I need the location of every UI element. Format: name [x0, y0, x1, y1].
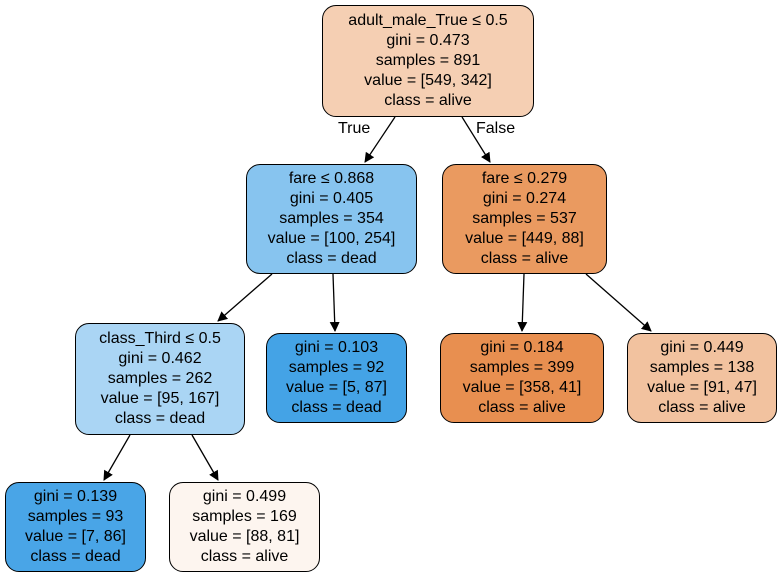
node-gini-label: gini = 0.499: [202, 488, 287, 505]
node-samples-label: samples = 92: [288, 359, 385, 376]
node-gini-label: gini = 0.449: [660, 339, 744, 356]
edge-fare-right-to-leaf-399: [517, 273, 528, 332]
tree-leaf-samples-92: gini = 0.103 samples = 92 value = [5, 87] c…: [266, 333, 407, 423]
node-value-label: value = [449, 88]: [465, 230, 584, 247]
edge-class-third-to-leaf-093: [103, 434, 131, 481]
node-class-label: class = dead: [114, 410, 206, 427]
node-class-label: class = alive: [384, 92, 472, 109]
edge-label-true: True: [338, 120, 371, 137]
edge-fare-left-to-leaf-092: [329, 273, 340, 332]
node-value-label: value = [549, 342]: [364, 72, 492, 89]
node-gini-label: gini = 0.103: [294, 339, 379, 356]
node-value-label: value = [5, 87]: [286, 379, 387, 396]
node-gini-label: gini = 0.139: [33, 488, 118, 505]
node-split-label: fare ≤ 0.279: [481, 170, 568, 187]
tree-node-fare-left: fare ≤ 0.868 gini = 0.405 samples = 354 val…: [246, 164, 417, 274]
node-class-label: class = alive: [480, 250, 569, 267]
tree-node-fare-right: fare ≤ 0.279 gini = 0.274 samples = 537 val…: [442, 164, 607, 274]
node-value-label: value = [358, 41]: [462, 379, 582, 396]
edge-fare-left-to-class-third: [217, 273, 273, 322]
edge-class-third-to-leaf-169: [191, 434, 219, 481]
tree-node-root: adult_male_True ≤ 0.5 gini = 0.473 samples…: [322, 5, 534, 117]
node-samples-label: samples = 169: [192, 508, 297, 525]
node-class-label: class = dead: [30, 548, 121, 565]
node-gini-label: gini = 0.405: [289, 190, 374, 207]
tree-node-class-third: class_Third ≤ 0.5 gini = 0.462 samples = 2…: [75, 323, 245, 435]
node-class-label: class = alive: [200, 548, 289, 565]
tree-leaf-samples-399: gini = 0.184 samples = 399 value = [358, 4…: [440, 333, 604, 423]
node-gini-label: gini = 0.473: [386, 32, 470, 49]
node-samples-label: samples = 891: [375, 52, 481, 69]
tree-leaf-samples-93: gini = 0.139 samples = 93 value = [7, 86] c…: [5, 482, 146, 572]
node-samples-label: samples = 93: [27, 508, 124, 525]
node-gini-label: gini = 0.462: [118, 350, 202, 367]
node-class-label: class = alive: [658, 399, 746, 416]
node-samples-label: samples = 138: [649, 359, 755, 376]
edge-root-to-fare-right: [461, 116, 491, 163]
node-value-label: value = [88, 81]: [189, 528, 300, 545]
node-value-label: value = [91, 47]: [647, 379, 757, 396]
tree-leaf-samples-169: gini = 0.499 samples = 169 value = [88, 81…: [169, 482, 320, 572]
node-samples-label: samples = 399: [469, 359, 575, 376]
node-value-label: value = [7, 86]: [25, 528, 126, 545]
node-split-label: class_Third ≤ 0.5: [99, 330, 221, 347]
node-samples-label: samples = 354: [279, 210, 384, 227]
node-samples-label: samples = 262: [107, 370, 213, 387]
node-class-label: class = dead: [286, 250, 377, 267]
edge-label-false: False: [476, 120, 516, 137]
node-class-label: class = dead: [291, 399, 382, 416]
node-split-label: adult_male_True ≤ 0.5: [348, 12, 508, 29]
node-value-label: value = [95, 167]: [100, 390, 220, 407]
edge-fare-right-to-leaf-138: [585, 273, 652, 332]
edge-root-to-fare-left: [364, 116, 396, 163]
node-gini-label: gini = 0.274: [482, 190, 567, 207]
node-value-label: value = [100, 254]: [267, 230, 396, 247]
node-split-label: fare ≤ 0.868: [288, 170, 375, 187]
node-samples-label: samples = 537: [472, 210, 577, 227]
tree-leaf-samples-138: gini = 0.449 samples = 138 value = [91, 47…: [627, 333, 777, 423]
node-class-label: class = alive: [478, 399, 566, 416]
node-gini-label: gini = 0.184: [480, 339, 564, 356]
